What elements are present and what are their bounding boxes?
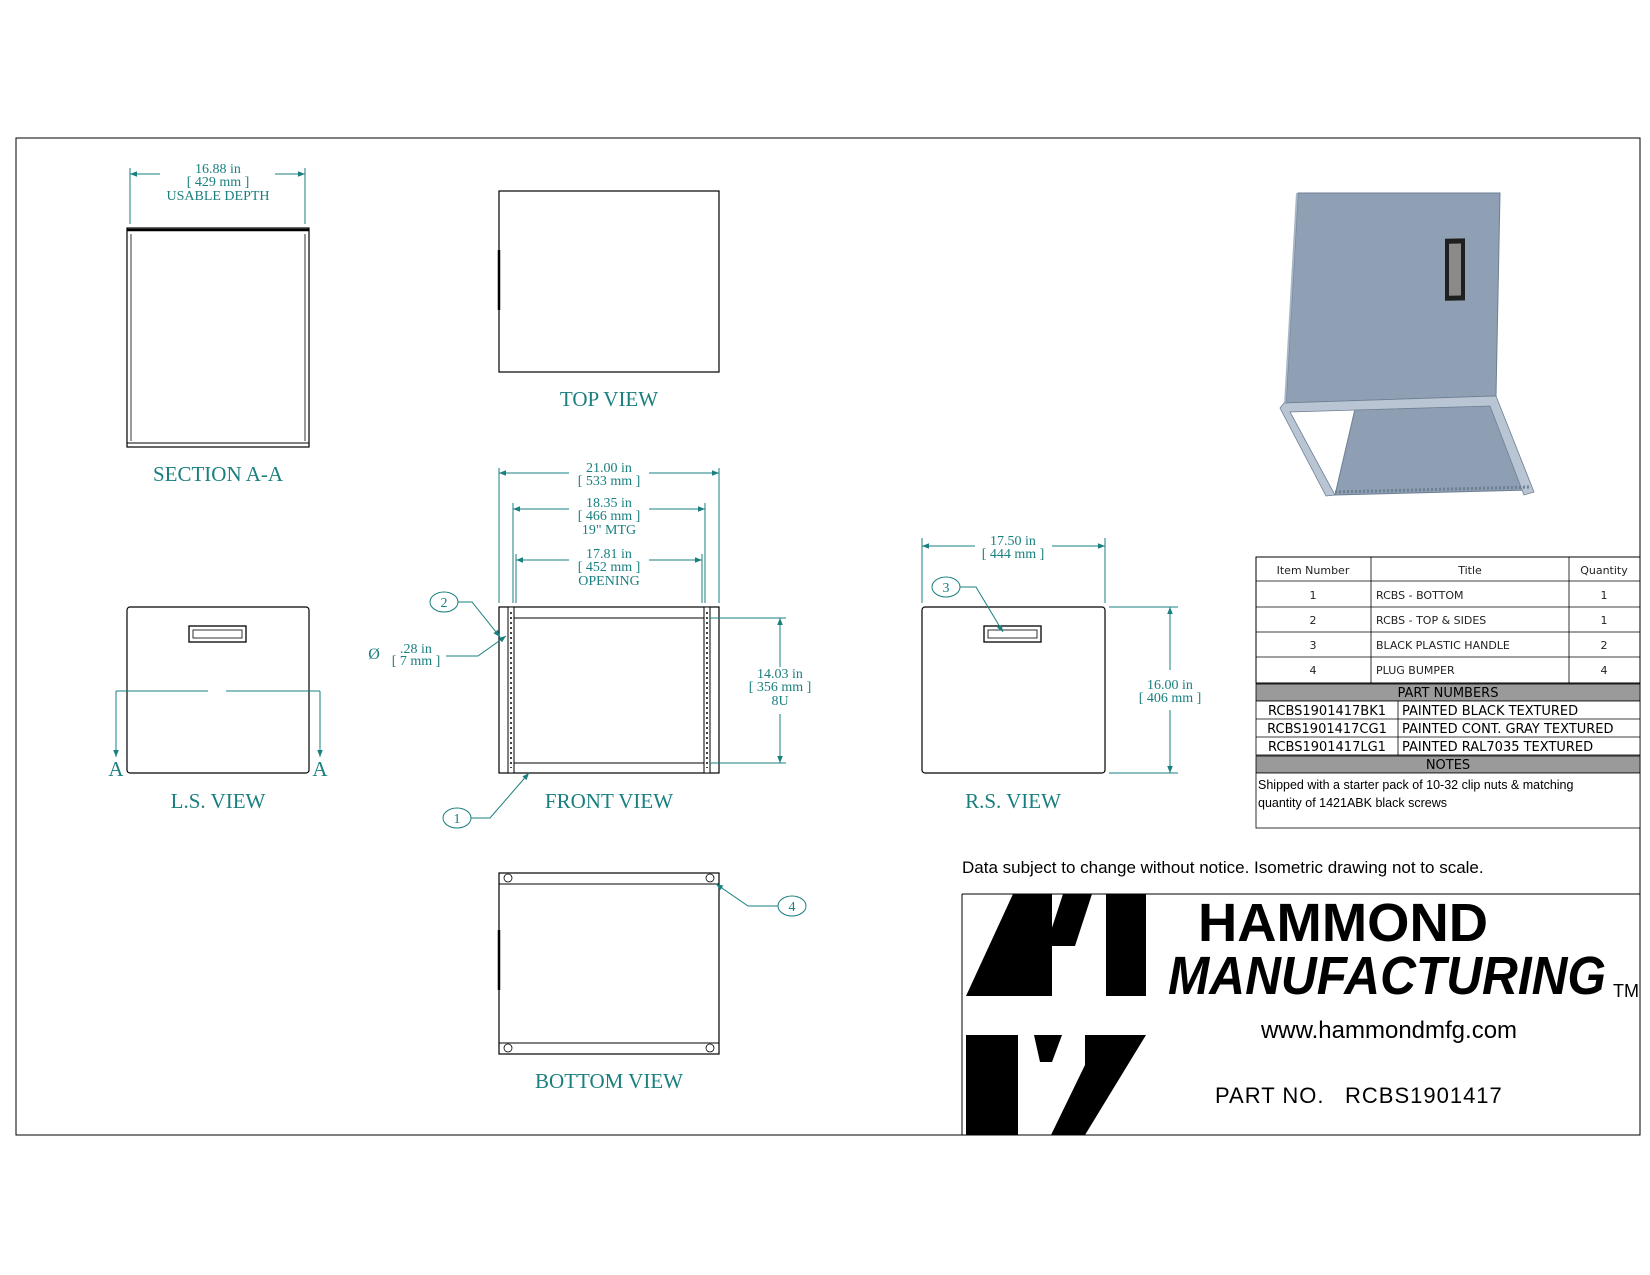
bom-header-qty: Quantity bbox=[1580, 564, 1628, 577]
left-side-view: A A L.S. VIEW bbox=[108, 606, 328, 813]
notes-line-1: Shipped with a starter pack of 10-32 cli… bbox=[1258, 778, 1573, 792]
bottom-view: 4 BOTTOM VIEW bbox=[497, 872, 807, 1093]
part-no-label: PART NO. bbox=[1215, 1083, 1324, 1108]
side-depth-mm: [ 444 mm ] bbox=[982, 547, 1045, 562]
table-row: RCBS - TOP & SIDES bbox=[1376, 614, 1486, 627]
table-row: 2 bbox=[1310, 614, 1317, 627]
ls-view-label: L.S. VIEW bbox=[171, 789, 266, 813]
height-in: 16.00 in bbox=[1147, 678, 1193, 693]
hole-dia-in: .28 in bbox=[400, 642, 432, 657]
trademark-symbol: TM bbox=[1613, 981, 1639, 1001]
inner-height-mm: [ 356 mm ] bbox=[749, 680, 812, 695]
mounting-in: 18.35 in bbox=[586, 496, 632, 511]
table-row: PAINTED BLACK TEXTURED bbox=[1402, 704, 1578, 719]
brand-line-1: HAMMOND bbox=[1198, 893, 1488, 953]
section-a-a-view: 16.88 in [ 429 mm ] USABLE DEPTH SECTION… bbox=[126, 162, 310, 486]
isometric-view bbox=[1279, 192, 1535, 497]
right-side-view: 17.50 in [ 444 mm ] 16.00 in [ 406 mm ] … bbox=[921, 534, 1202, 813]
table-row: 3 bbox=[1310, 639, 1317, 652]
overall-width-mm: [ 533 mm ] bbox=[578, 474, 641, 489]
part-numbers-table: PART NUMBERS RCBS1901417BK1 PAINTED BLAC… bbox=[1255, 683, 1641, 756]
table-row: 4 bbox=[1601, 664, 1608, 677]
depth-note-label: USABLE DEPTH bbox=[166, 189, 269, 204]
table-row: 2 bbox=[1601, 639, 1608, 652]
disclaimer-text: Data subject to change without notice. I… bbox=[962, 858, 1484, 877]
height-mm: [ 406 mm ] bbox=[1139, 691, 1202, 706]
table-row: 4 bbox=[1310, 664, 1317, 677]
table-row: PLUG BUMPER bbox=[1376, 664, 1455, 677]
table-row: BLACK PLASTIC HANDLE bbox=[1376, 639, 1510, 652]
bom-header-item: Item Number bbox=[1277, 564, 1350, 577]
balloon-1-label: 1 bbox=[454, 812, 461, 827]
table-row: 1 bbox=[1601, 589, 1608, 602]
notes-line-2: quantity of 1421ABK black screws bbox=[1258, 796, 1447, 810]
table-row: 1 bbox=[1601, 614, 1608, 627]
opening-note: OPENING bbox=[578, 574, 639, 589]
part-numbers-header: PART NUMBERS bbox=[1398, 686, 1499, 701]
rs-view-label: R.S. VIEW bbox=[965, 789, 1061, 813]
bottom-view-label: BOTTOM VIEW bbox=[535, 1069, 683, 1093]
opening-mm: [ 452 mm ] bbox=[578, 560, 641, 575]
part-no-value: RCBS1901417 bbox=[1345, 1083, 1503, 1108]
hammond-logo bbox=[966, 894, 1146, 1135]
table-row: PAINTED CONT. GRAY TEXTURED bbox=[1402, 722, 1614, 737]
diameter-symbol: Ø bbox=[368, 646, 380, 663]
table-row: RCBS1901417BK1 bbox=[1268, 704, 1386, 719]
section-view-label: SECTION A-A bbox=[153, 462, 284, 486]
inner-height-in: 14.03 in bbox=[757, 667, 803, 682]
opening-in: 17.81 in bbox=[586, 547, 632, 562]
balloon-2-label: 2 bbox=[441, 596, 448, 611]
website-link[interactable]: www.hammondmfg.com bbox=[1260, 1017, 1517, 1044]
notes-box: NOTES Shipped with a starter pack of 10-… bbox=[1255, 755, 1641, 829]
overall-width-in: 21.00 in bbox=[586, 461, 632, 476]
top-view-label: TOP VIEW bbox=[560, 387, 658, 411]
title-block: HAMMOND MANUFACTURING TM www.hammondmfg.… bbox=[961, 893, 1640, 1135]
section-marker-left: A bbox=[108, 757, 124, 781]
table-row: RCBS1901417CG1 bbox=[1267, 722, 1387, 737]
hole-dia-mm: [ 7 mm ] bbox=[392, 654, 441, 669]
balloon-4-label: 4 bbox=[789, 900, 796, 915]
balloon-3-label: 3 bbox=[943, 581, 950, 596]
front-view: 21.00 in [ 533 mm ] 18.35 in [ 466 mm ] … bbox=[368, 461, 812, 829]
brand-line-2: MANUFACTURING bbox=[1168, 946, 1606, 1006]
side-depth-in: 17.50 in bbox=[990, 534, 1036, 549]
notes-header: NOTES bbox=[1426, 758, 1470, 773]
table-row: 1 bbox=[1310, 589, 1317, 602]
front-view-label: FRONT VIEW bbox=[545, 789, 673, 813]
bom-header-title: Title bbox=[1457, 564, 1482, 577]
section-marker-right: A bbox=[312, 757, 328, 781]
top-view: TOP VIEW bbox=[497, 190, 720, 411]
table-row: RCBS - BOTTOM bbox=[1376, 589, 1463, 602]
inner-height-note: 8U bbox=[771, 694, 788, 709]
mounting-note: 19" MTG bbox=[582, 523, 636, 538]
table-row: RCBS1901417LG1 bbox=[1268, 740, 1386, 755]
table-row: PAINTED RAL7035 TEXTURED bbox=[1402, 740, 1593, 755]
mounting-mm: [ 466 mm ] bbox=[578, 509, 641, 524]
depth-mm-label: [ 429 mm ] bbox=[187, 175, 250, 190]
bom-table: Item Number Title Quantity 1 RCBS - BOTT… bbox=[1255, 556, 1641, 684]
depth-in-label: 16.88 in bbox=[195, 162, 241, 177]
